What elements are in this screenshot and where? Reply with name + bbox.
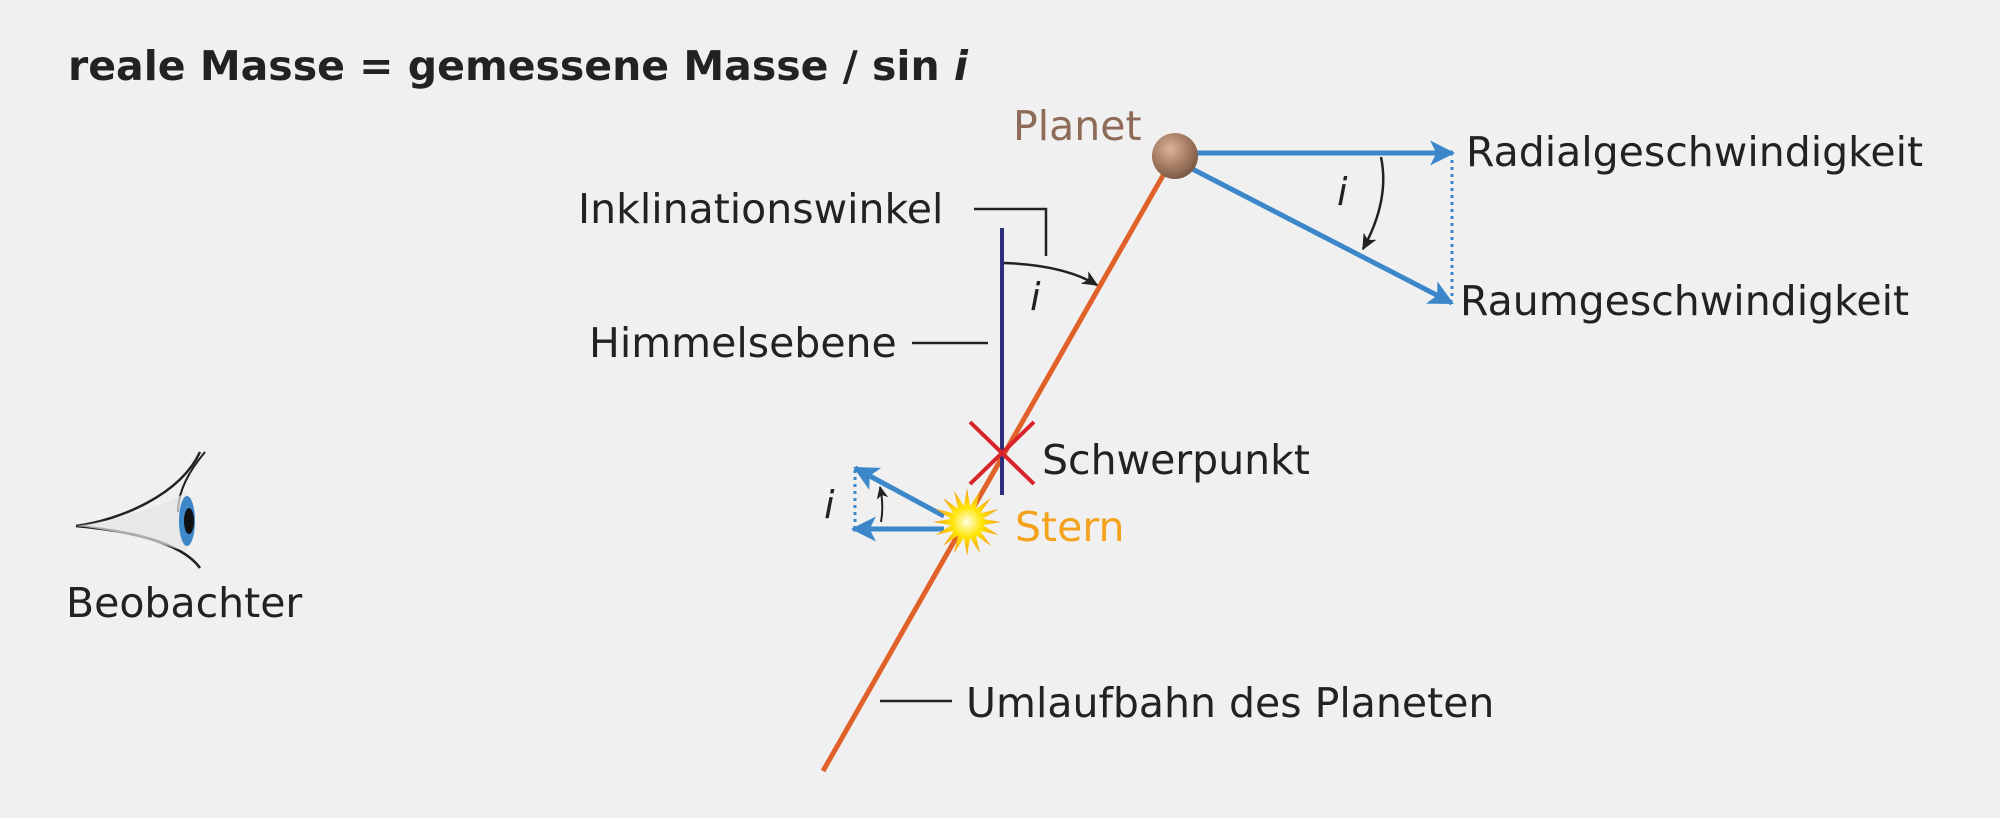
star-burst-icon bbox=[933, 488, 1001, 556]
star-angle-symbol: i bbox=[824, 483, 835, 527]
label-raumgeschwindigkeit: Raumgeschwindigkeit bbox=[1460, 277, 1909, 325]
planet-sphere bbox=[1152, 133, 1198, 179]
inklination-leader bbox=[974, 207, 1048, 256]
formula-variable: i bbox=[954, 42, 969, 90]
orbit-line bbox=[820, 170, 1168, 773]
label-inklinationswinkel: Inklinationswinkel bbox=[578, 185, 943, 233]
inclination-angle-arc bbox=[1003, 261, 1099, 287]
star-space-velocity-arrow bbox=[853, 465, 946, 519]
label-himmelsebene: Himmelsebene bbox=[589, 319, 897, 367]
cross-icon bbox=[968, 420, 1036, 486]
label-umlaufbahn: Umlaufbahn des Planeten bbox=[966, 679, 1494, 727]
formula: reale Masse = gemessene Masse / sin i bbox=[68, 42, 969, 90]
inclination-angle-symbol: i bbox=[1030, 275, 1041, 319]
eye-icon bbox=[75, 451, 206, 569]
planet-angle-symbol: i bbox=[1337, 170, 1348, 214]
label-schwerpunkt: Schwerpunkt bbox=[1042, 436, 1310, 484]
label-beobachter: Beobachter bbox=[66, 579, 302, 627]
label-planet: Planet bbox=[1013, 102, 1142, 150]
formula-text: reale Masse = gemessene Masse / sin bbox=[68, 42, 954, 90]
label-stern: Stern bbox=[1015, 503, 1124, 551]
planet-space-velocity-arrow bbox=[1173, 157, 1454, 306]
planet-angle-arc bbox=[1361, 156, 1385, 251]
star-angle-arc bbox=[876, 485, 889, 523]
label-radialgeschwindigkeit: Radialgeschwindigkeit bbox=[1466, 128, 1923, 176]
